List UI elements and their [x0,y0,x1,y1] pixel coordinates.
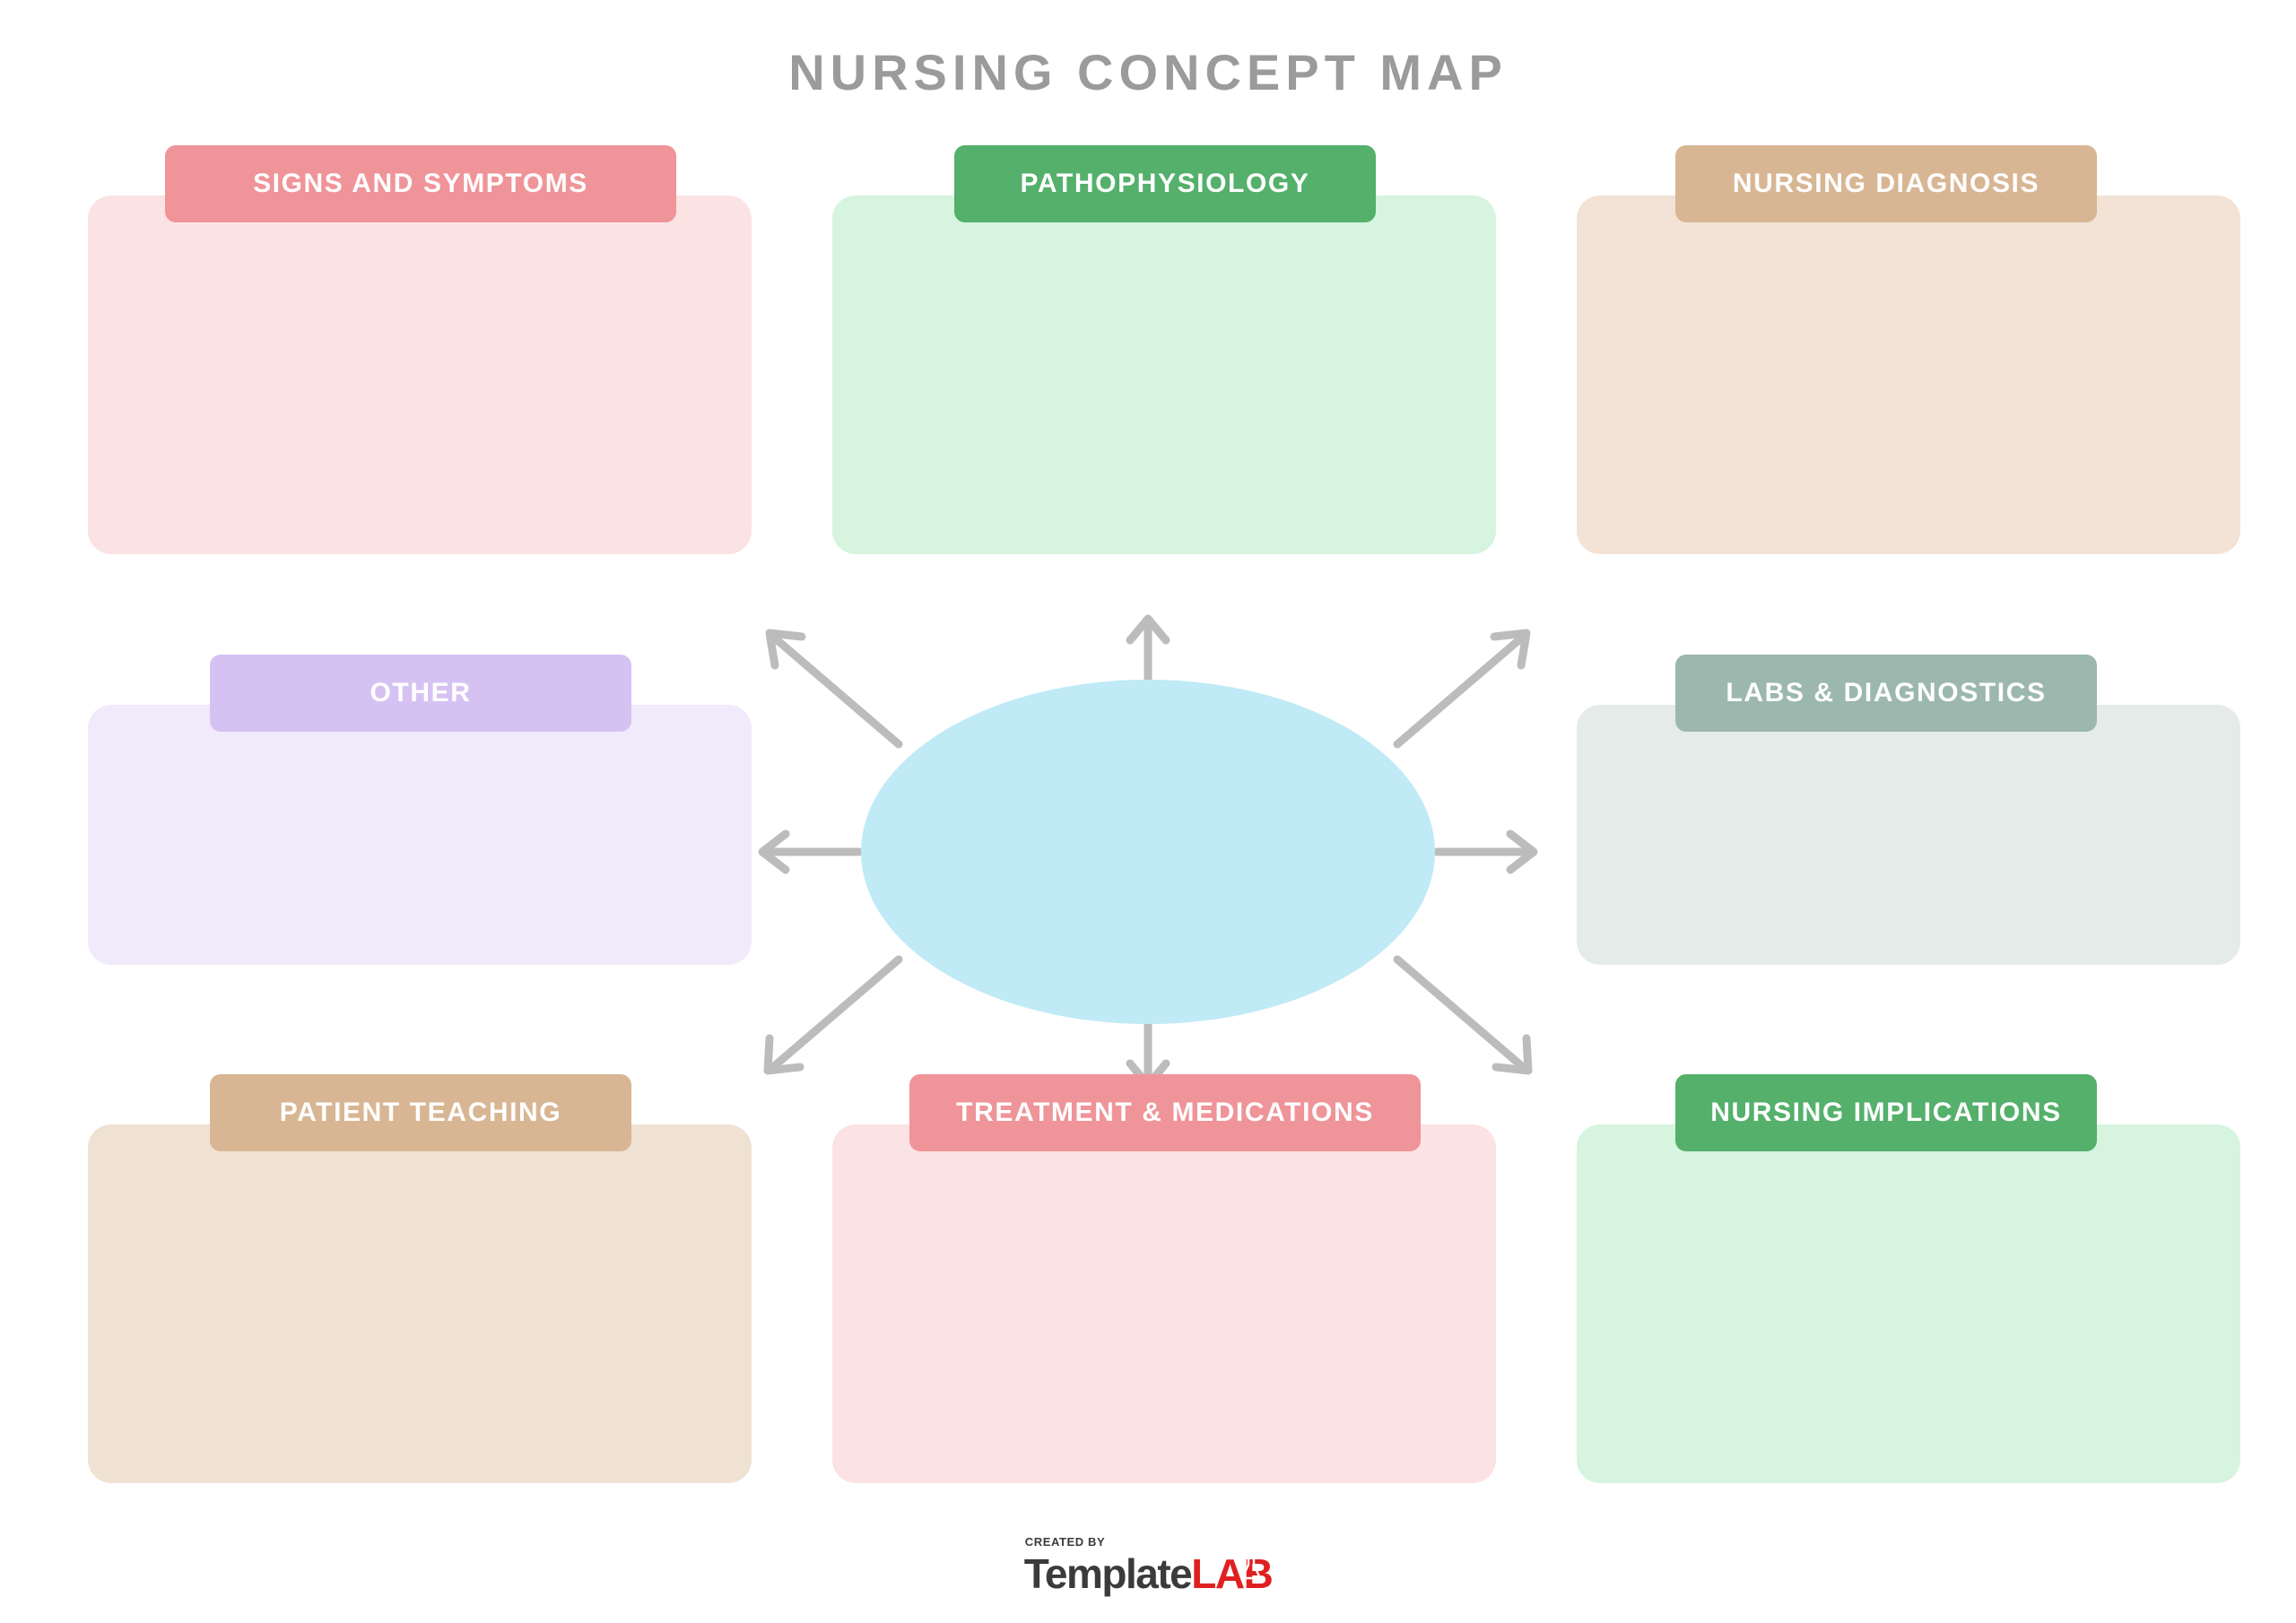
created-by-label: CREATED BY [1024,1535,1106,1549]
card-body-labs-and-diagnostics[interactable] [1577,705,2240,965]
arrow-up-right-icon [1393,629,1531,749]
footer-logo: CREATED BY Template LAB [0,1535,2296,1598]
arrow-down-left-icon [763,955,903,1075]
card-body-pathophysiology[interactable] [832,195,1496,554]
page-title: NURSING CONCEPT MAP [788,44,1508,100]
card-body-patient-teaching[interactable] [88,1124,752,1483]
card-body-treatment-and-medications[interactable] [832,1124,1496,1483]
card-body-other[interactable] [88,705,752,965]
card-tab-other[interactable]: OTHER [210,655,631,732]
arrow-down-right-icon [1393,955,1533,1075]
arrow-up-left-icon [765,629,903,749]
card-tab-treatment-and-medications[interactable]: TREATMENT & MEDICATIONS [909,1074,1421,1151]
card-body-signs-and-symptoms[interactable] [88,195,752,554]
logo-lab-label: LAB [1191,1550,1274,1597]
flask-icon [1240,1556,1263,1580]
center-stage [744,610,1552,1094]
card-tab-pathophysiology[interactable]: PATHOPHYSIOLOGY [954,145,1376,222]
card-body-nursing-implications[interactable] [1577,1124,2240,1483]
card-tab-patient-teaching[interactable]: PATIENT TEACHING [210,1074,631,1151]
logo-lab-text: LAB [1191,1549,1274,1598]
arrow-left-icon [758,829,864,874]
card-body-nursing-diagnosis[interactable] [1577,195,2240,554]
card-tab-nursing-implications[interactable]: NURSING IMPLICATIONS [1675,1074,2097,1151]
templatelab-logo: Template LAB [1023,1549,1274,1598]
card-tab-signs-and-symptoms[interactable]: SIGNS AND SYMPTOMS [165,145,676,222]
radiating-arrows [758,614,1538,1089]
card-tab-labs-and-diagnostics[interactable]: LABS & DIAGNOSTICS [1675,655,2097,732]
logo-template-text: Template [1023,1550,1193,1597]
arrow-right-icon [1432,829,1538,874]
card-tab-nursing-diagnosis[interactable]: NURSING DIAGNOSIS [1675,145,2097,222]
arrow-up-icon [1126,614,1170,684]
central-concept-ellipse[interactable] [861,680,1435,1024]
